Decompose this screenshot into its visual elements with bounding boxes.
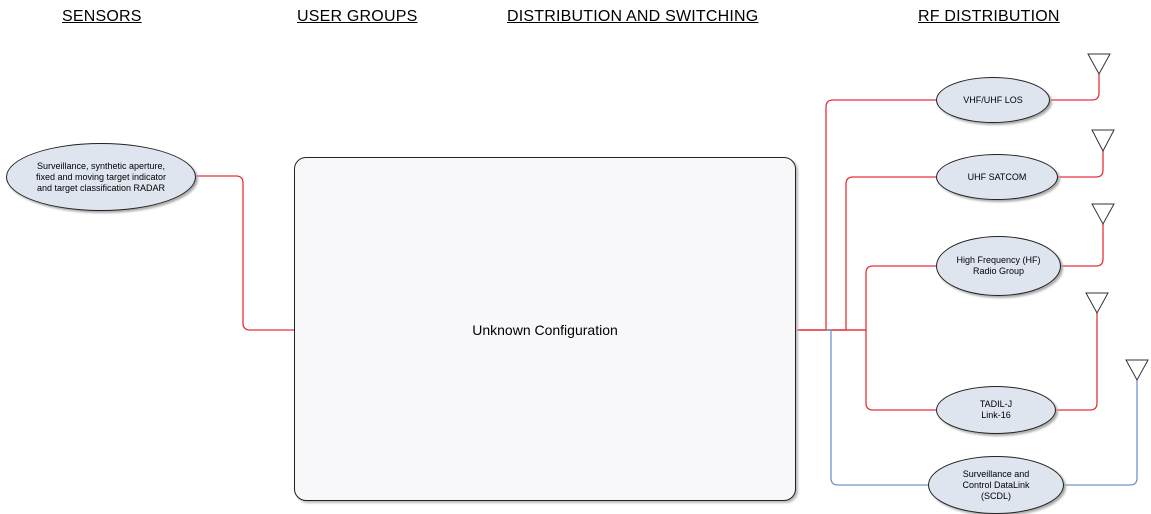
tadil-antenna-icon (1085, 292, 1109, 315)
scdl-line1: Surveillance and (962, 468, 1030, 479)
tadil-j-node: TADIL-J Link-16 (936, 386, 1056, 434)
radar-sensor-line2: fixed and moving target indicator (35, 171, 167, 182)
tadil-j-line2: Link-16 (981, 410, 1011, 420)
uhf-antenna-link (1058, 151, 1104, 178)
unknown-configuration-label: Unknown Configuration (472, 322, 618, 338)
scdl-antenna-icon (1125, 359, 1149, 382)
unknown-configuration-box: Unknown Configuration (294, 157, 796, 501)
hf-antenna-link (1061, 224, 1104, 267)
user-groups-header: USER GROUPS (297, 8, 418, 25)
uhf-satcom-node: UHF SATCOM (936, 154, 1058, 200)
hf-radio-group-line1: High Frequency (HF) (956, 255, 1041, 265)
radar-sensor-line3: and target classification RADAR (36, 182, 166, 193)
tadil-antenna-link (1056, 313, 1098, 411)
distribution-header: DISTRIBUTION AND SWITCHING (507, 8, 759, 25)
vhf-antenna-icon (1087, 53, 1111, 76)
radar-sensor-line1: Surveillance, synthetic aperture, (36, 160, 166, 171)
vhf-link (794, 99, 936, 331)
tadil-link (826, 329, 936, 411)
scdl-line2: Control DataLink (962, 479, 1030, 490)
uhf-link (794, 176, 936, 331)
scdl-node: Surveillance and Control DataLink (SCDL) (928, 456, 1064, 514)
hf-radio-group-line2: Radio Group (972, 266, 1025, 276)
scdl-antenna-link (1064, 380, 1138, 486)
uhf-antenna-icon (1091, 129, 1115, 153)
hf-antenna-icon (1091, 203, 1115, 226)
tadil-j-line1: TADIL-J (979, 399, 1013, 409)
uhf-satcom-label: UHF SATCOM (967, 171, 1027, 182)
scdl-link (826, 329, 928, 486)
sensors-header: SENSORS (62, 8, 142, 25)
sensor-link (196, 175, 294, 331)
scdl-line3: (SCDL) (980, 490, 1011, 501)
vhf-uhf-los-label: VHF/UHF LOS (963, 94, 1023, 105)
rf-distribution-header: RF DISTRIBUTION (918, 8, 1060, 25)
vhf-uhf-los-node: VHF/UHF LOS (936, 77, 1050, 123)
hf-link (794, 265, 936, 331)
hf-radio-group-node: High Frequency (HF) Radio Group (936, 236, 1061, 296)
vhf-antenna-link (1050, 74, 1100, 101)
radar-sensor-node: Surveillance, synthetic aperture, fixed … (6, 143, 196, 211)
